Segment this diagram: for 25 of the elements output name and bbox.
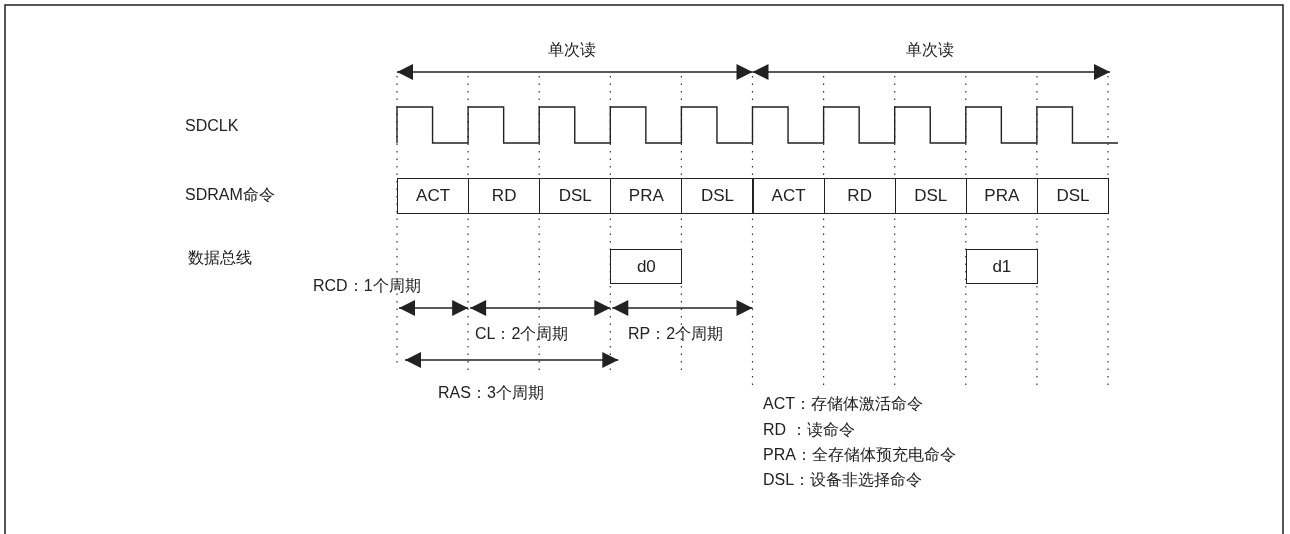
legend-text: PRA：全存储体预充电命令 [763,445,956,465]
row-label: SDRAM命令 [185,185,275,205]
command-cell: DSL [681,178,754,214]
timing-label: RCD：1个周期 [313,276,421,296]
timing-label: RAS：3个周期 [438,383,544,403]
command-cell: ACT [397,178,470,214]
row-label: 数据总线 [188,248,252,268]
command-cell: DSL [539,178,612,214]
command-cell: ACT [752,178,825,214]
legend-text: DSL：设备非选择命令 [763,470,923,490]
legend-text: ACT：存储体激活命令 [763,394,923,414]
command-cell: PRA [610,178,683,214]
command-cell: RD [468,178,541,214]
legend-text: RD ：读命令 [763,420,855,440]
span-label: 单次读 [906,40,954,60]
row-label: SDCLK [185,116,239,136]
command-cell: DSL [1036,178,1109,214]
command-cell: RD [823,178,896,214]
span-label: 单次读 [548,40,596,60]
timing-label: CL：2个周期 [475,324,569,344]
timing-label: RP：2个周期 [628,324,724,344]
data-box: d1 [965,249,1038,284]
data-box: d0 [610,249,683,284]
command-cell: DSL [894,178,967,214]
command-cell: PRA [965,178,1038,214]
